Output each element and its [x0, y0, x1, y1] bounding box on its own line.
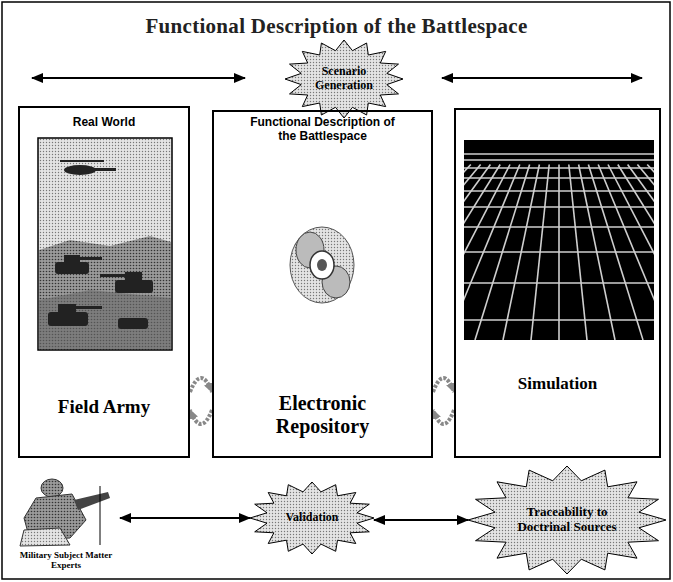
box-label: Simulation: [468, 374, 648, 394]
starburst: Traceability to Doctrinal Sources: [468, 466, 666, 574]
connector: [433, 378, 454, 424]
double-arrow: [32, 77, 245, 79]
text-holder: Field Army: [20, 396, 188, 418]
text-holder: Military Subject Matter Experts: [12, 550, 120, 571]
text-holder: Simulation: [456, 374, 659, 394]
starburst: Scenario Generation: [285, 40, 403, 118]
connector: [120, 518, 250, 519]
soldier-picture: [20, 479, 110, 546]
box-label: Military Subject Matter Experts: [14, 550, 118, 571]
double-arrow: [442, 77, 642, 79]
simulation-grid-picture: [279, 140, 673, 340]
repository-graphic: [290, 227, 354, 303]
box-heading: Real World: [29, 116, 179, 130]
connector: [374, 520, 468, 521]
connector: [190, 378, 212, 424]
battlefield-picture: [38, 138, 172, 350]
text-holder: Electronic Repository: [214, 392, 431, 438]
repository-box: Functional Description of the Battlespac…: [212, 110, 433, 458]
box-heading: Functional Description of the Battlespac…: [243, 116, 403, 144]
text-holder: Functional Description of the Battlespac…: [214, 116, 431, 144]
starburst: Validation: [250, 482, 374, 554]
box-label: Field Army: [29, 396, 179, 418]
simulation-box: Simulation: [454, 108, 661, 458]
field-army-box: Real WorldField Army: [18, 106, 190, 458]
text-holder: Real World: [20, 116, 188, 130]
starburst-label: Traceability to Doctrinal Sources: [508, 505, 626, 535]
starburst-label: Validation: [277, 511, 347, 525]
box-label: Electronic Repository: [243, 392, 403, 438]
starburst-label: Scenario Generation: [312, 65, 376, 93]
expert-figure: Military Subject Matter Experts: [12, 466, 120, 578]
diagram-title: Functional Description of the Battlespac…: [0, 14, 673, 39]
